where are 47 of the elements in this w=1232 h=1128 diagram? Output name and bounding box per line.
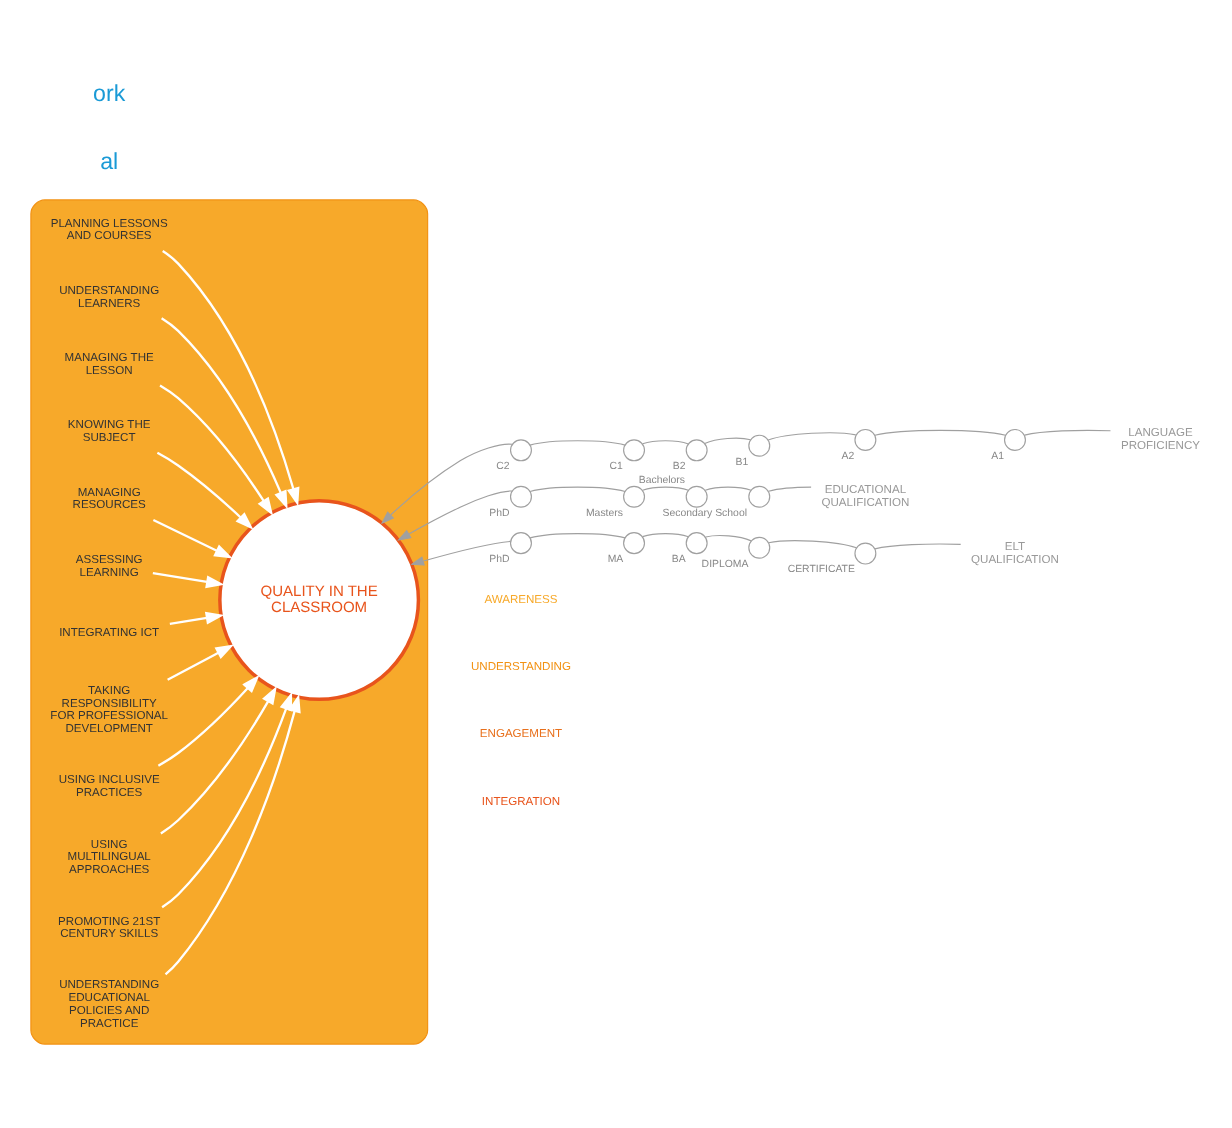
connector xyxy=(642,532,689,538)
connector xyxy=(874,543,962,550)
connector xyxy=(768,486,812,492)
arrow xyxy=(152,518,233,559)
node-circle xyxy=(748,536,771,559)
node-circle xyxy=(1003,428,1026,451)
connector xyxy=(704,486,752,491)
node-circle xyxy=(748,485,771,508)
node-circle xyxy=(854,428,877,451)
connector xyxy=(767,432,857,441)
arrow xyxy=(160,685,277,835)
node-circle xyxy=(685,485,708,508)
node-circle xyxy=(509,532,532,555)
connector xyxy=(529,486,626,493)
arrow xyxy=(169,611,225,626)
connector xyxy=(768,540,857,549)
arrow xyxy=(162,250,300,507)
node-circle xyxy=(623,439,646,462)
connector xyxy=(704,437,752,445)
label: al xyxy=(100,150,119,175)
arrow xyxy=(167,644,234,681)
node-circle xyxy=(509,485,532,508)
arrow xyxy=(380,443,513,525)
node-circle xyxy=(685,532,708,555)
node-circle xyxy=(509,439,532,462)
arrow xyxy=(410,540,511,566)
arrow xyxy=(161,317,288,510)
label: ork xyxy=(93,83,126,108)
arrow xyxy=(152,572,225,589)
node-circle xyxy=(748,434,771,457)
arrow xyxy=(161,691,293,909)
connector xyxy=(642,440,689,445)
connector xyxy=(1024,429,1112,436)
connector xyxy=(874,429,1007,436)
connector xyxy=(705,535,752,542)
node-circle xyxy=(623,532,646,555)
arrow xyxy=(156,451,254,530)
connector xyxy=(529,440,626,446)
arrow xyxy=(397,490,513,541)
arrow xyxy=(164,693,301,976)
arrow xyxy=(157,674,260,767)
node-circle xyxy=(685,439,708,462)
arrow xyxy=(159,384,274,516)
node-circle xyxy=(623,485,646,508)
connector xyxy=(529,532,626,539)
connector xyxy=(642,486,689,491)
node-circle xyxy=(854,542,877,565)
